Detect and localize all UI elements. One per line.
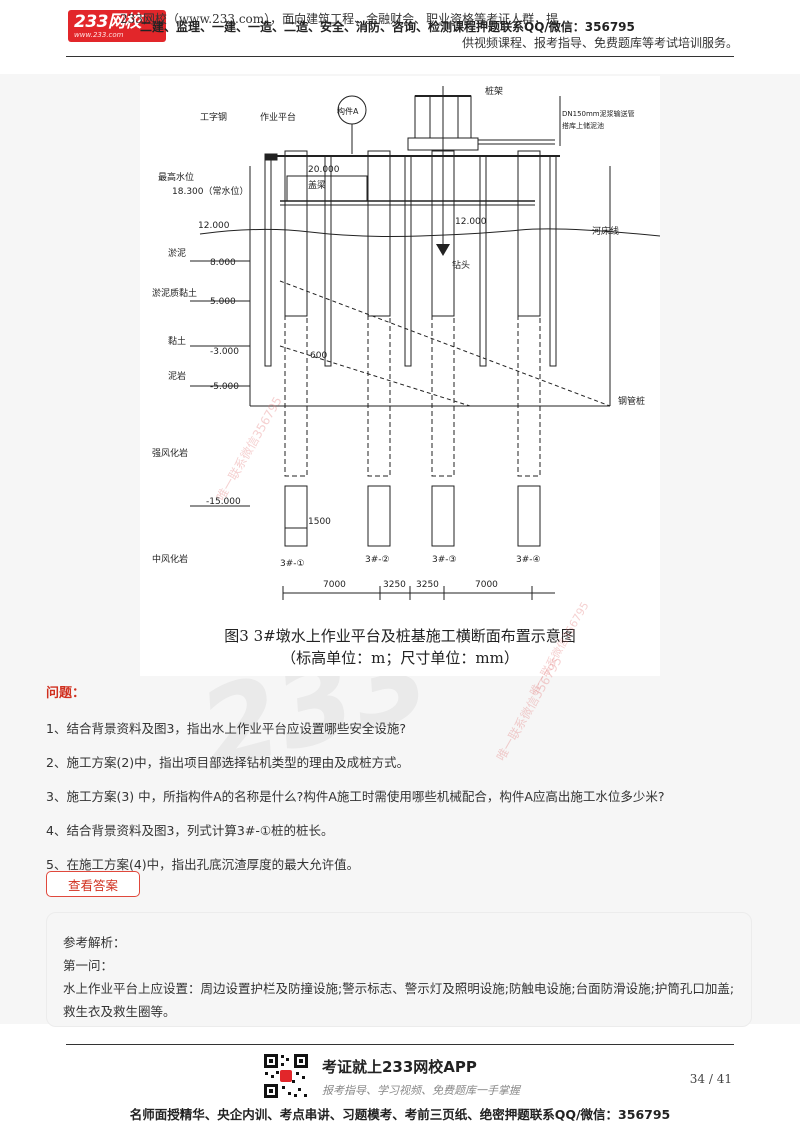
question-section: 问题： 1、结合背景资料及图3，指出水上作业平台应设置哪些安全设施? 2、施工方… bbox=[46, 682, 746, 889]
question-item: 4、结合背景资料及图3，列式计算3#-①桩的桩长。 bbox=[46, 823, 334, 838]
label-drill-bit: 钻头 bbox=[452, 259, 470, 271]
label-max-water-level: 最高水位 bbox=[158, 171, 194, 183]
label-elev-minus3: -3.000 bbox=[210, 347, 239, 357]
question-item: 1、结合背景资料及图3，指出水上作业平台应设置哪些安全设施? bbox=[46, 721, 407, 736]
brand-logo[interactable]: 233网校 www.233.com bbox=[68, 10, 166, 42]
footer-contact-line: 名师面授精华、央企内训、考点串讲、习题模考、考前三页纸、绝密押题联系QQ/微信：… bbox=[129, 1107, 671, 1122]
label-elev-12-left: 12.000 bbox=[198, 221, 230, 231]
figure-caption-units: （标高单位：m；尺寸单位：mm） bbox=[281, 649, 519, 667]
question-item: 5、在施工方案(4)中，指出孔底沉渣厚度的最大允许值。 bbox=[46, 857, 360, 872]
label-river-bed: 河床线 bbox=[592, 225, 619, 237]
header-intro-line1: 233网校（www.233.com），面向建筑工程、金融财会、职业资格等考证人群… bbox=[120, 10, 740, 34]
label-dim-1500: 1500 bbox=[308, 517, 331, 527]
label-moderately-weathered: 中风化岩 bbox=[152, 553, 188, 565]
label-clay: 黏土 bbox=[168, 335, 186, 347]
analysis-subheading: 第一问： bbox=[63, 958, 114, 973]
label-mudstone: 泥岩 bbox=[168, 370, 186, 382]
app-promo-subtitle: 报考指导、学习视频、免费题库一手掌握 bbox=[322, 1084, 520, 1097]
label-strongly-weathered: 强风化岩 bbox=[152, 447, 188, 459]
header-overlay-contact: 二建、监理、一建、一造、二造、安全、消防、咨询、检测课程押题联系QQ/微信：35… bbox=[140, 20, 635, 34]
label-silt: 淤泥 bbox=[168, 247, 186, 259]
pile-section-drawing: 工字钢 作业平台 构件A 桩架 DN150mm泥浆输送管 搭库上储泥池 最高水位… bbox=[152, 85, 661, 600]
label-dim-7000-left: 7000 bbox=[323, 580, 346, 590]
label-pile-1: 3#-① bbox=[280, 559, 305, 569]
header-divider bbox=[66, 56, 734, 57]
label-dim-600: 600 bbox=[310, 351, 327, 361]
reference-analysis-panel: 参考解析： 第一问： 水上作业平台上应设置：周边设置护栏及防撞设施;警示标志、警… bbox=[46, 912, 752, 1027]
page-footer: 考证就上233网校APP 报考指导、学习视频、免费题库一手掌握 34 / 41 … bbox=[0, 1030, 800, 1132]
question-title: 问题： bbox=[46, 686, 86, 701]
figure-caption: 图3 3#墩水上作业平台及桩基施工横断面布置示意图 （标高单位：m；尺寸单位：m… bbox=[140, 625, 660, 669]
header-intro-text: 233网校（www.233.com），面向建筑工程、金融财会、职业资格等考证人群… bbox=[120, 12, 559, 26]
view-answer-button[interactable]: 查看答案 bbox=[46, 871, 140, 897]
label-dim-7000-right: 7000 bbox=[475, 580, 498, 590]
logo-url: www.233.com bbox=[74, 31, 124, 39]
footer-divider bbox=[66, 1044, 734, 1045]
label-pile-4: 3#-④ bbox=[516, 555, 541, 565]
label-pile-frame: 桩架 bbox=[485, 85, 503, 97]
qr-code-icon[interactable] bbox=[262, 1052, 310, 1100]
label-dim-3250-right: 3250 bbox=[416, 580, 439, 590]
label-mud-pipe: DN150mm泥浆输送管 bbox=[562, 109, 635, 118]
diagram-labels: 工字钢 作业平台 构件A 桩架 DN150mm泥浆输送管 搭库上储泥池 最高水位… bbox=[152, 85, 645, 590]
question-item: 2、施工方案(2)中，指出项目部选择钻机类型的理由及成桩方式。 bbox=[46, 755, 410, 770]
label-dim-3250-left: 3250 bbox=[383, 580, 406, 590]
app-promo-title: 考证就上233网校APP bbox=[322, 1058, 477, 1076]
page-number: 34 / 41 bbox=[689, 1072, 732, 1086]
label-gongzigang: 工字钢 bbox=[200, 111, 227, 123]
analysis-label: 参考解析： bbox=[63, 935, 126, 950]
label-elev-minus5: -5.000 bbox=[210, 382, 239, 392]
construction-diagram: 工字钢 作业平台 构件A 桩架 DN150mm泥浆输送管 搭库上储泥池 最高水位… bbox=[140, 76, 661, 676]
label-elev-12-right: 12.000 bbox=[455, 217, 487, 227]
label-silty-clay: 淤泥质黏土 bbox=[152, 287, 197, 299]
header-intro-line2: 供视频课程、报考指导、免费题库等考试培训服务。 bbox=[461, 36, 738, 50]
label-mud-pool: 搭库上储泥池 bbox=[562, 121, 604, 130]
figure-caption-title: 图3 3#墩水上作业平台及桩基施工横断面布置示意图 bbox=[224, 627, 576, 645]
label-cap-beam: 盖梁 bbox=[308, 179, 326, 191]
label-pile-2: 3#-② bbox=[365, 555, 390, 565]
analysis-text: 水上作业平台上应设置：周边设置护栏及防撞设施;警示标志、警示灯及照明设施;防触电… bbox=[63, 981, 735, 1019]
label-work-platform: 作业平台 bbox=[260, 111, 296, 123]
label-normal-water-level: 18.300（常水位） bbox=[172, 185, 249, 197]
question-item: 3、施工方案(3) 中，所指构件A的名称是什么?构件A施工时需使用哪些机械配合，… bbox=[46, 789, 665, 804]
label-steel-pipe-pile: 钢管桩 bbox=[618, 395, 645, 407]
logo-text: 233网校 bbox=[74, 12, 142, 32]
label-elev-8: 8.000 bbox=[210, 258, 236, 268]
label-elev-5: 5.000 bbox=[210, 297, 236, 307]
label-component-a: 构件A bbox=[337, 106, 359, 116]
page-header: 233网校 www.233.com 233网校（www.233.com），面向建… bbox=[0, 0, 800, 60]
label-elev-20: 20.000 bbox=[308, 165, 340, 175]
label-elev-minus15: -15.000 bbox=[206, 497, 241, 507]
label-pile-3: 3#-③ bbox=[432, 555, 457, 565]
